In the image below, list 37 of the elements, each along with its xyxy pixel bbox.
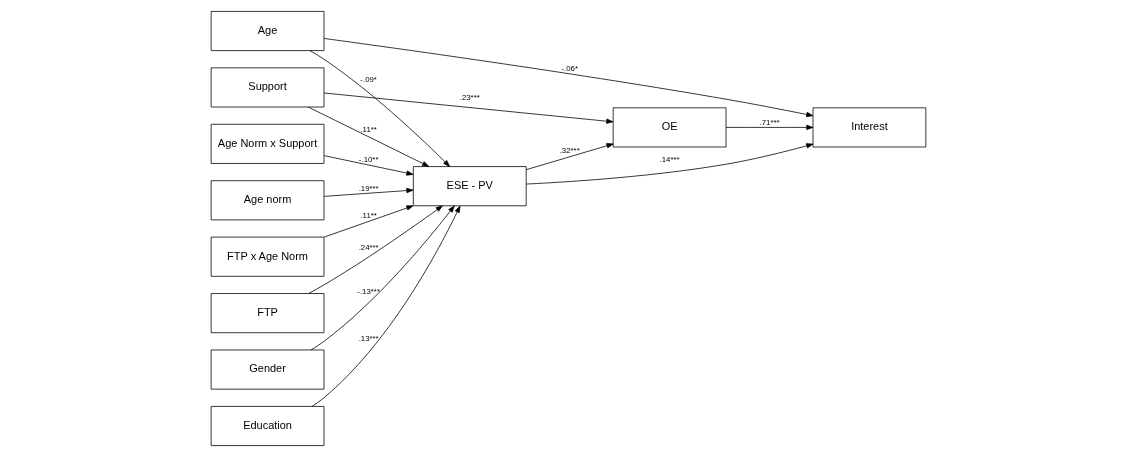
- edge-label: .13***: [358, 333, 379, 343]
- node-box: Interest: [812, 107, 927, 148]
- arrow: [725, 124, 814, 130]
- arrow: [323, 38, 814, 118]
- arrow: [323, 188, 414, 197]
- arrow: [311, 205, 461, 407]
- edge-label: -.09*: [360, 74, 377, 84]
- node-box: Gender: [210, 349, 325, 390]
- node-box: Age Norm x Support: [210, 123, 325, 164]
- edge-label: .24***: [358, 242, 379, 252]
- arrow: [323, 205, 414, 238]
- edge-label: .23***: [459, 92, 480, 102]
- arrow: [323, 155, 414, 176]
- node-box: Support: [210, 67, 325, 108]
- node-box: FTP: [210, 293, 325, 334]
- node-box: OE: [612, 107, 727, 148]
- arrow: [309, 50, 451, 167]
- edge-label: .71***: [759, 118, 780, 128]
- arrow: [307, 106, 430, 167]
- arrow: [323, 92, 614, 124]
- edge-label: .14***: [659, 154, 680, 164]
- node-box: ESE - PV: [412, 166, 527, 207]
- arrow: [525, 143, 614, 171]
- node-box: Age: [210, 11, 325, 51]
- arrow: [525, 143, 814, 185]
- edge-label: .32***: [559, 146, 580, 156]
- edge-label: .11**: [360, 210, 377, 220]
- edge-label: .19***: [358, 183, 379, 193]
- edge-label: -.10**: [358, 154, 379, 164]
- edge-label: -.13***: [357, 286, 380, 296]
- arrow: [308, 205, 443, 294]
- edge-label: -.06*: [561, 63, 578, 73]
- arrow: [310, 205, 455, 351]
- node-box: Age norm: [210, 180, 325, 221]
- edge-label: .11**: [360, 125, 377, 135]
- node-box: FTP x Age Norm: [210, 236, 325, 277]
- node-box: Education: [210, 406, 325, 446]
